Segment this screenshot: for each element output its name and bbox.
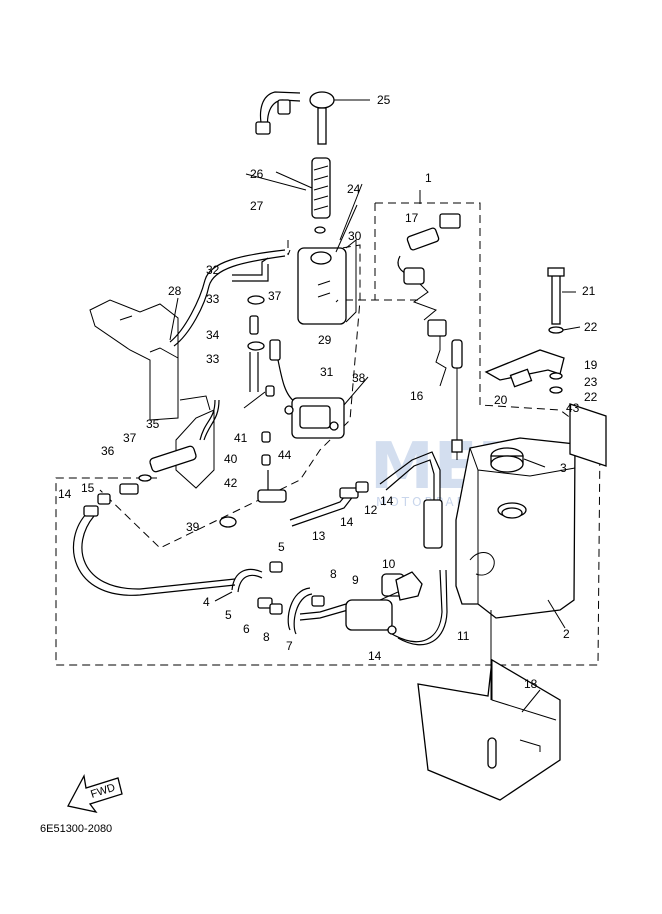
callout-38: 38 <box>352 371 366 385</box>
diagram-code: 6E51300-2080 <box>40 823 112 835</box>
part-38-oil-pump <box>257 385 345 503</box>
callout-27: 27 <box>250 199 264 213</box>
callout-44: 44 <box>278 448 292 462</box>
callout-32: 32 <box>206 263 220 277</box>
callout-22: 22 <box>584 320 598 334</box>
callout-33: 33 <box>206 292 220 306</box>
callout-23: 23 <box>584 375 598 389</box>
callout-26: 26 <box>250 167 264 181</box>
callout-5: 5 <box>278 540 285 554</box>
callout-35: 35 <box>146 417 160 431</box>
callout-12: 12 <box>364 503 378 517</box>
callouts: 1 2 3 4 5 5 5 6 7 8 8 9 10 11 12 13 14 1… <box>58 93 598 691</box>
callout-41: 41 <box>234 431 248 445</box>
part-2-oil-tank <box>455 437 576 619</box>
callout-14: 14 <box>368 649 382 663</box>
callout-36: 36 <box>101 444 115 458</box>
callout-9: 9 <box>352 573 359 587</box>
callout-34: 34 <box>206 328 220 342</box>
callout-21: 21 <box>582 284 596 298</box>
part-26-filter <box>275 157 331 234</box>
parts-4-8-hoses <box>231 561 325 635</box>
callout-16: 16 <box>410 389 424 403</box>
callout-40: 40 <box>224 452 238 466</box>
callout-37: 37 <box>123 431 137 445</box>
callout-17: 17 <box>405 211 419 225</box>
callout-1: 1 <box>425 171 432 185</box>
hoses-upper-left <box>169 249 296 403</box>
hose-left-loop <box>72 493 236 596</box>
part-39-clip <box>219 516 237 528</box>
bracket-35 <box>119 395 220 495</box>
callout-25: 25 <box>377 93 391 107</box>
part-25-sender <box>255 91 370 145</box>
callout-15: 15 <box>81 481 95 495</box>
callout-22: 22 <box>584 390 598 404</box>
callout-8: 8 <box>330 567 337 581</box>
callout-14: 14 <box>58 487 72 501</box>
part-13-hose <box>289 481 369 527</box>
callout-24: 24 <box>347 182 361 196</box>
part-3-cap <box>490 447 524 473</box>
part-17-wire <box>397 213 463 460</box>
callout-20: 20 <box>494 393 508 407</box>
callout-37: 37 <box>268 289 282 303</box>
callout-10: 10 <box>382 557 396 571</box>
leader-lines <box>169 173 581 713</box>
part-19-bracket <box>484 267 607 467</box>
callout-28: 28 <box>168 284 182 298</box>
callout-39: 39 <box>186 520 200 534</box>
callout-14: 14 <box>340 515 354 529</box>
callout-29: 29 <box>318 333 332 347</box>
callout-18: 18 <box>524 677 538 691</box>
callout-31: 31 <box>320 365 334 379</box>
callout-5: 5 <box>225 608 232 622</box>
callout-11: 11 <box>457 629 470 643</box>
part-18-bracket <box>417 610 561 801</box>
callout-6: 6 <box>243 622 250 636</box>
callout-2: 2 <box>563 627 570 641</box>
callout-33: 33 <box>206 352 220 366</box>
part-9-pump <box>299 569 448 646</box>
part-24-strainer <box>297 204 358 325</box>
callout-4: 4 <box>203 595 210 609</box>
fwd-arrow: FWD <box>67 774 123 813</box>
callout-14: 14 <box>380 494 394 508</box>
callout-7: 7 <box>286 639 293 653</box>
callout-19: 19 <box>584 358 598 372</box>
tank-hoses <box>379 451 443 549</box>
callout-43: 43 <box>566 401 580 415</box>
callout-42: 42 <box>224 476 238 490</box>
callout-30: 30 <box>348 229 362 243</box>
callout-8: 8 <box>263 630 270 644</box>
engine-outline <box>89 299 179 421</box>
callout-13: 13 <box>312 529 326 543</box>
callout-3: 3 <box>560 461 567 475</box>
